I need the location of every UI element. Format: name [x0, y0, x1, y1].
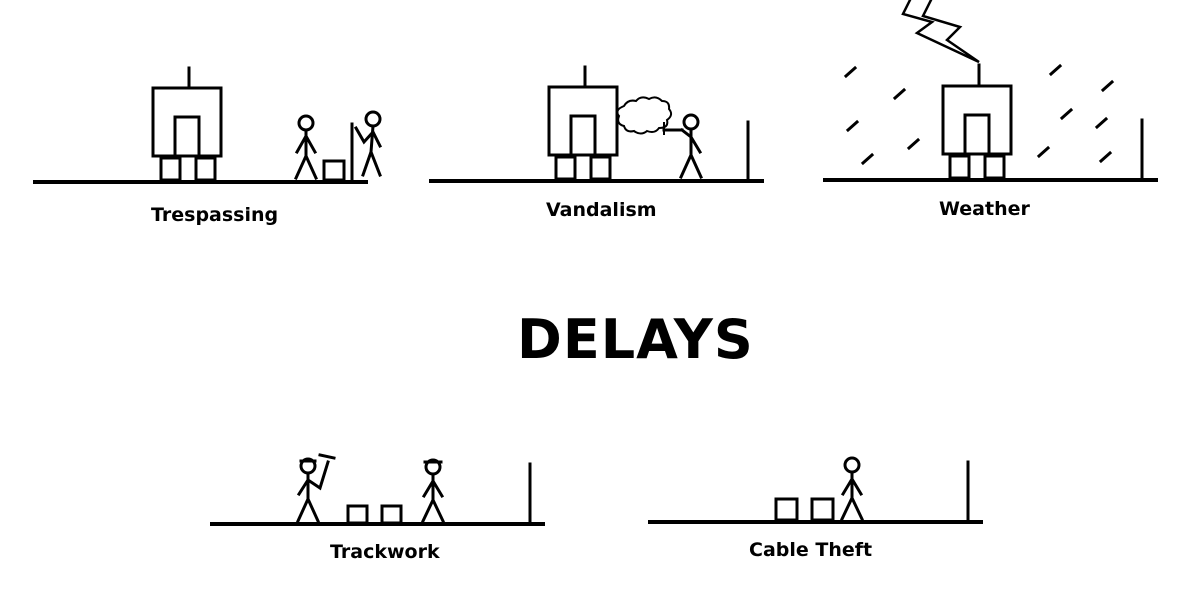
- delays-title: DELAYS: [517, 308, 754, 371]
- track-box-icon: [346, 504, 369, 525]
- rain-icon: [843, 63, 1115, 166]
- weather-label: Weather: [939, 198, 1030, 220]
- worker-figure-icon: [421, 458, 445, 523]
- trackwork-scene: [210, 453, 545, 526]
- track-box-icon: [774, 497, 799, 522]
- vandal-figure-icon: [679, 113, 703, 179]
- cable-theft-label: Cable Theft: [749, 539, 873, 561]
- train-icon: [941, 63, 1013, 180]
- train-icon: [151, 66, 223, 182]
- spray-cloud-icon: [616, 96, 673, 135]
- trespassing-scene: [33, 66, 383, 184]
- vandalism-scene: [429, 65, 764, 183]
- trespasser-figure-icon: [294, 114, 318, 180]
- thief-figure-icon: [840, 456, 864, 521]
- track-box-icon: [810, 497, 835, 522]
- weather-scene: [823, 0, 1158, 182]
- track-box-icon: [322, 159, 346, 182]
- worker-with-hammer-icon: [296, 453, 336, 523]
- cable-theft-scene: [648, 456, 983, 524]
- vandalism-label: Vandalism: [546, 199, 657, 221]
- climbing-figure-icon: [353, 110, 383, 177]
- lightning-bolt-icon: [901, 0, 980, 64]
- spray-can-icon: [662, 122, 684, 135]
- trackwork-label: Trackwork: [330, 541, 440, 563]
- trespassing-label: Trespassing: [151, 204, 279, 226]
- track-box-icon: [380, 504, 403, 525]
- train-icon: [547, 65, 619, 181]
